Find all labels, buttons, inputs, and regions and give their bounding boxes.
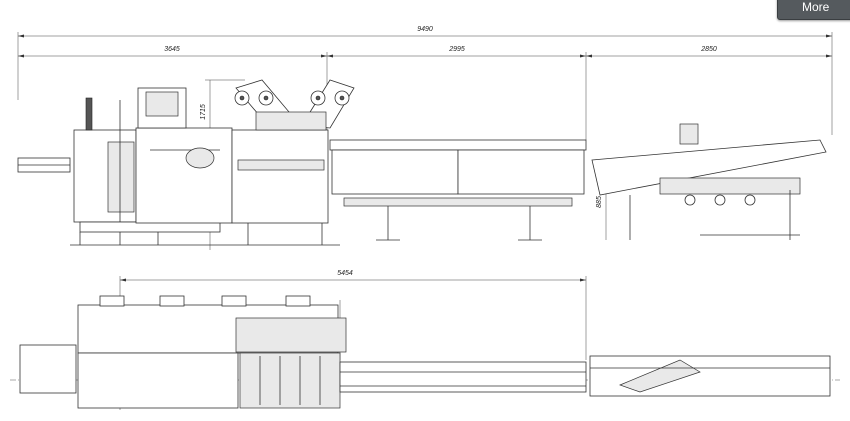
section-2-length-label: 2995 <box>448 46 465 53</box>
plan-main-body <box>19 295 347 409</box>
plan-length-label: 5454 <box>337 270 353 277</box>
main-body <box>70 87 340 246</box>
overall-length-label: 9490 <box>417 26 433 33</box>
more-button[interactable]: More <box>777 0 850 20</box>
plan-conveyor <box>339 361 587 393</box>
plan-view: 5454 835 <box>10 270 840 410</box>
plan-outfeed <box>589 355 831 397</box>
section-3-length-label: 2850 <box>700 46 717 53</box>
elevation-view: 9490 3645 2995 2850 1715 885 <box>17 26 833 250</box>
middle-conveyor <box>329 139 587 241</box>
outfeed-section <box>591 123 827 240</box>
unwind-tower <box>234 79 355 131</box>
conveyor-height-label: 885 <box>596 196 603 208</box>
infeed-section <box>17 97 221 245</box>
dimension-lines <box>17 32 833 250</box>
section-1-length-label: 3645 <box>164 46 180 53</box>
top-height-label: 1715 <box>200 104 207 120</box>
